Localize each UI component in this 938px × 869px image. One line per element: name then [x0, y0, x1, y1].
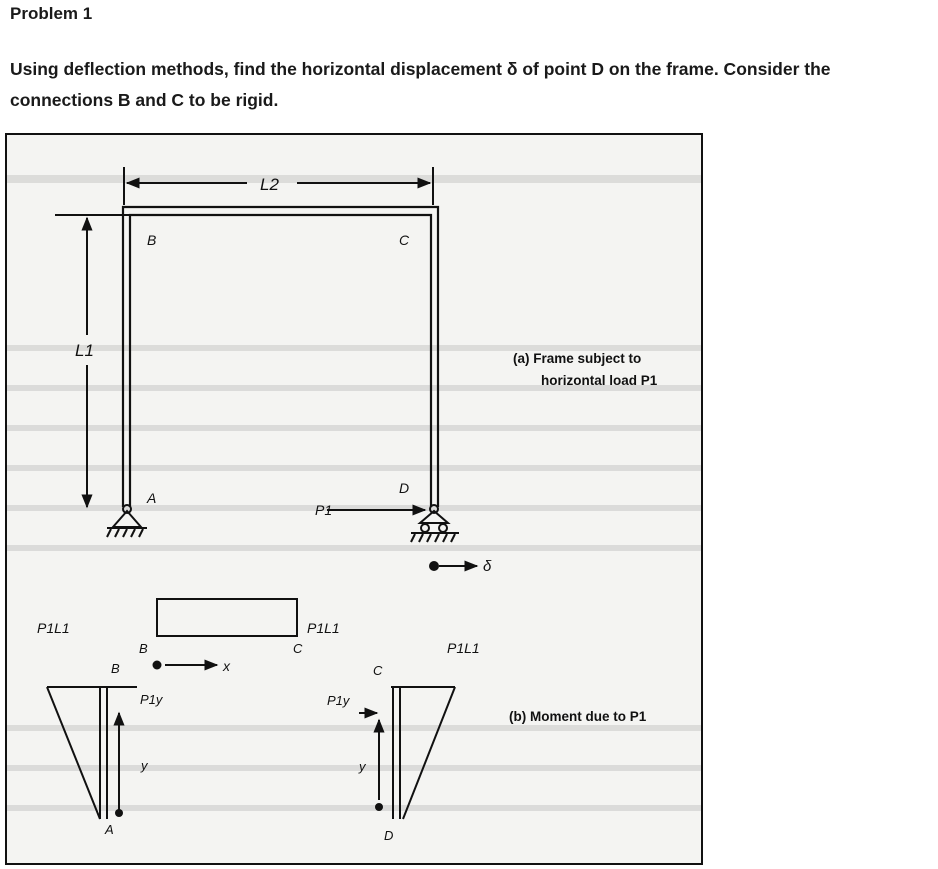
center-moment-label: P1L1 — [307, 620, 340, 636]
left-column-moment-diagram — [46, 686, 137, 820]
left-moment-label: P1L1 — [37, 620, 70, 636]
right-base-moment-label: P1y — [327, 693, 351, 708]
left-a-label: A — [104, 822, 114, 837]
frame-diagram: L2 L1 B C A D — [7, 167, 701, 843]
left-b-label: B — [111, 661, 120, 676]
rigid-frame — [121, 205, 440, 507]
right-column-moment-diagram — [391, 686, 456, 820]
background-ghost-text — [7, 175, 701, 811]
right-y-label: y — [358, 759, 367, 774]
beam-moment-diagram — [156, 598, 298, 637]
l1-label: L1 — [75, 341, 94, 360]
displacement-point — [429, 561, 439, 571]
frame-figure: L2 L1 B C A D — [5, 133, 703, 865]
beam-x-label: x — [222, 658, 231, 674]
caption-a-line1: (a) Frame subject to — [513, 351, 641, 366]
beam-origin-dot — [152, 660, 162, 670]
right-moment-label: P1L1 — [447, 640, 480, 656]
roller-support-d — [410, 504, 459, 543]
pin-support-a — [106, 504, 147, 538]
point-b-label: B — [147, 232, 156, 248]
beam-b-label: B — [139, 641, 148, 656]
dimension-l2 — [123, 167, 434, 205]
beam-c-label: C — [293, 641, 303, 656]
problem-heading: Problem 1 — [10, 4, 93, 23]
left-y-label: y — [140, 758, 149, 773]
delta-label: δ — [483, 558, 492, 575]
caption-b: (b) Moment due to P1 — [509, 709, 647, 724]
problem-statement: Using deflection methods, find the horiz… — [10, 54, 935, 116]
right-c-label: C — [373, 663, 383, 678]
left-base-dot — [115, 809, 123, 817]
point-a-label: A — [146, 490, 156, 506]
right-d-label: D — [384, 828, 393, 843]
load-p1-label: P1 — [315, 502, 332, 518]
statement-line-1: Using deflection methods, find the horiz… — [10, 59, 831, 79]
statement-line-2: connections B and C to be rigid. — [10, 90, 279, 110]
l2-label: L2 — [260, 175, 279, 194]
point-d-label: D — [399, 480, 409, 496]
dimension-l1 — [55, 214, 129, 509]
point-c-label: C — [399, 232, 410, 248]
left-base-moment-label: P1y — [140, 692, 164, 707]
right-base-dot — [375, 803, 383, 811]
caption-a-line2: horizontal load P1 — [541, 373, 658, 388]
